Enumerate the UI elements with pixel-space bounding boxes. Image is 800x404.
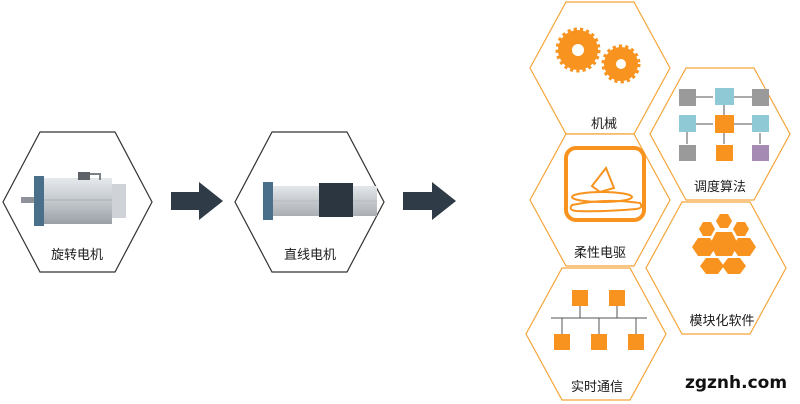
rotary-motor-label: 旋转电机 bbox=[51, 248, 103, 263]
arrow-icon bbox=[403, 182, 456, 220]
honeycomb-icon bbox=[692, 214, 756, 274]
rotary-motor-icon bbox=[21, 172, 126, 226]
linear-motor-icon bbox=[263, 182, 377, 220]
network-icon bbox=[551, 290, 647, 350]
linear-motor-label: 直线电机 bbox=[284, 248, 336, 263]
track-icon bbox=[564, 146, 646, 222]
mechanical-label: 机械 bbox=[591, 117, 617, 132]
gear-icon bbox=[555, 27, 601, 73]
realtime-comm-label: 实时通信 bbox=[571, 380, 623, 395]
modular-software-hex: 模块化软件 bbox=[645, 201, 787, 335]
modular-software-label: 模块化软件 bbox=[689, 314, 754, 329]
scheduling-hex: 调度算法 bbox=[649, 67, 791, 201]
mechanical-hex: 机械 bbox=[529, 1, 671, 135]
arrow-icon bbox=[171, 182, 223, 220]
rotary-motor-hex: 旋转电机 bbox=[2, 131, 153, 273]
scheduling-label: 调度算法 bbox=[694, 179, 746, 195]
flowchart-icon bbox=[679, 88, 769, 161]
linear-motor-hex: 直线电机 bbox=[234, 131, 385, 273]
realtime-comm-hex: 实时通信 bbox=[525, 267, 667, 401]
watermark: zgznh.com bbox=[685, 373, 787, 393]
gear-icon bbox=[601, 44, 641, 84]
flexible-drive-hex: 柔性电驱 bbox=[529, 133, 671, 267]
flexible-drive-label: 柔性电驱 bbox=[574, 246, 626, 261]
